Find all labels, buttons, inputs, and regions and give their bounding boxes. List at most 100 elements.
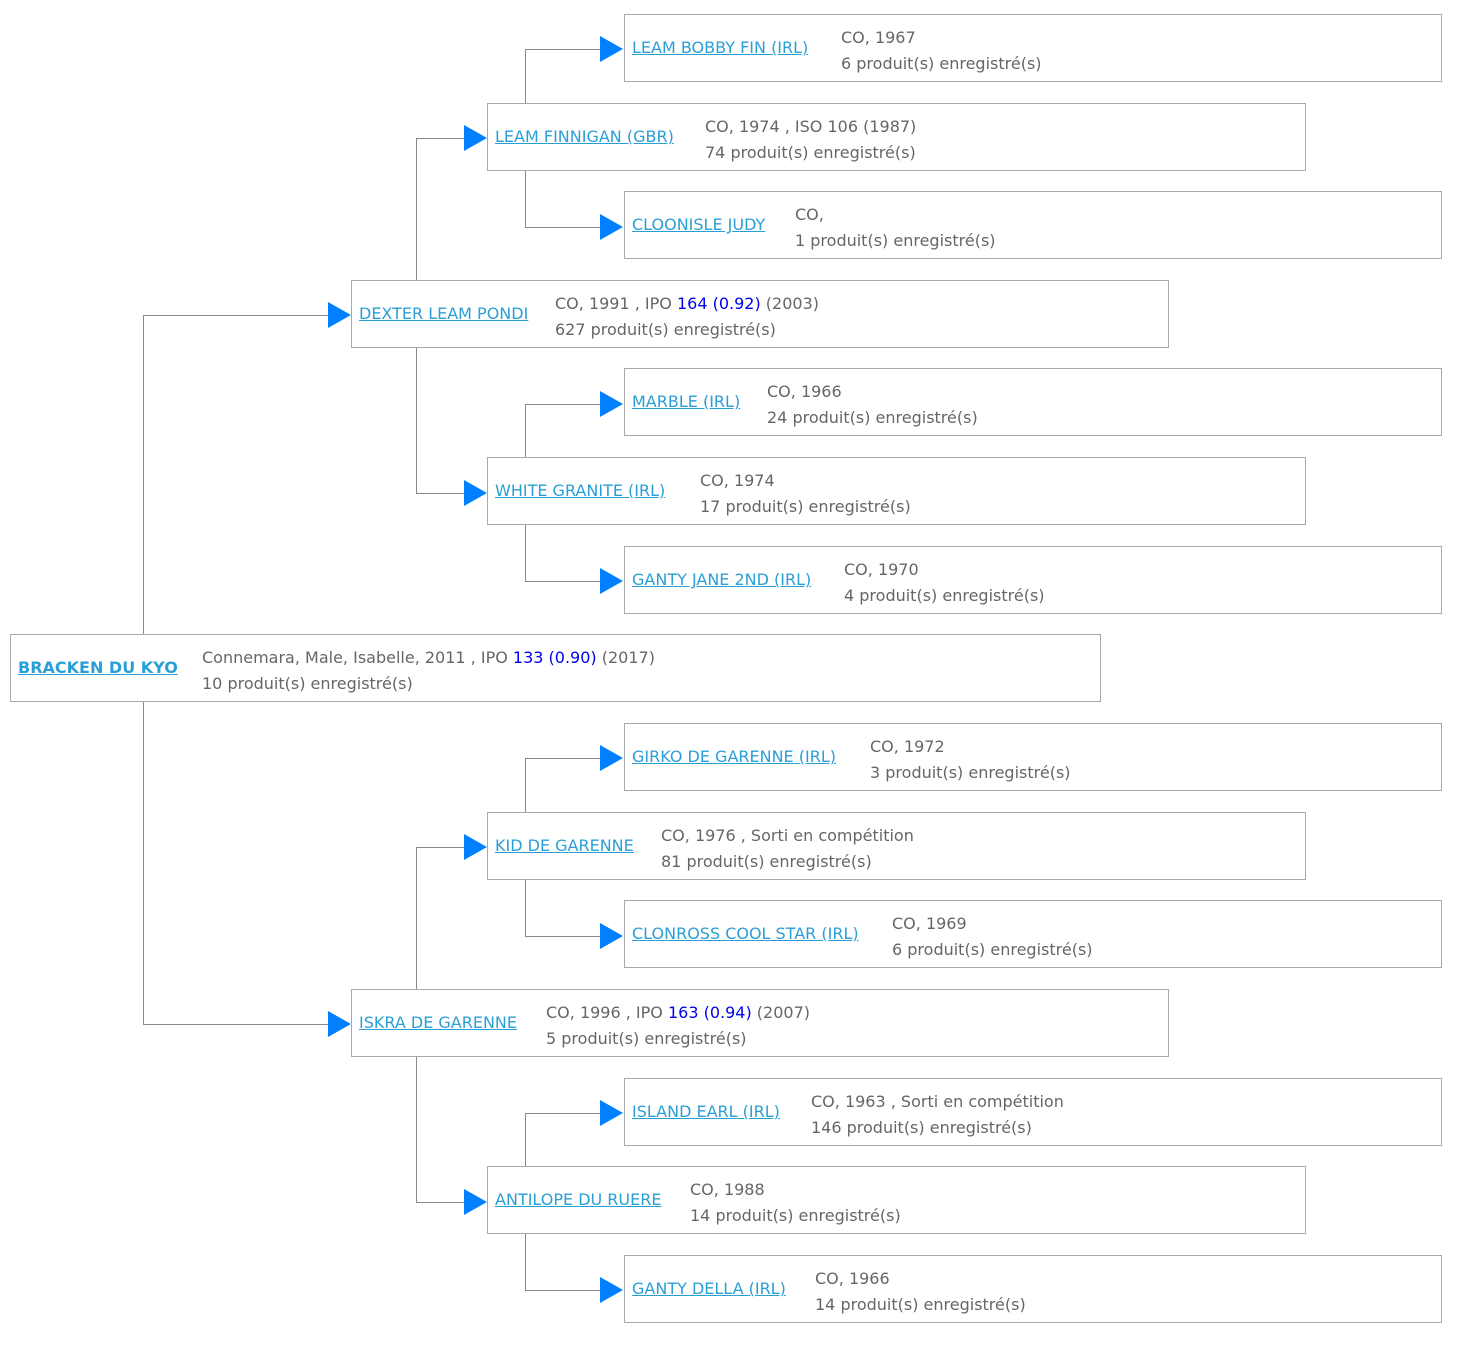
horse-info: CO, 1988 14 produit(s) enregistré(s) <box>690 1177 901 1229</box>
node-dam-sire-dam: CLONROSS COOL STAR (IRL) CO, 1969 6 prod… <box>624 900 1442 968</box>
horse-products: 146 produit(s) enregistré(s) <box>811 1118 1032 1137</box>
connector-sd-sdd <box>525 525 602 582</box>
arrow-right-icon <box>600 568 623 594</box>
horse-info: CO, 1972 3 produit(s) enregistré(s) <box>870 734 1071 786</box>
connector-ds-dss <box>525 758 602 812</box>
horse-info: CO, 1969 6 produit(s) enregistré(s) <box>892 911 1093 963</box>
connector-root-dam <box>143 702 330 1025</box>
horse-products: 6 produit(s) enregistré(s) <box>892 940 1093 959</box>
node-sire: DEXTER LEAM PONDI CO, 1991 , IPO 164 (0.… <box>351 280 1169 348</box>
connector-dd-dds <box>525 1113 602 1166</box>
horse-name-link[interactable]: GIRKO DE GARENNE (IRL) <box>632 747 836 766</box>
node-sire-sire: LEAM FINNIGAN (GBR) CO, 1974 , ISO 106 (… <box>487 103 1306 171</box>
arrow-right-icon <box>600 1100 623 1126</box>
node-sire-dam-sire: MARBLE (IRL) CO, 1966 24 produit(s) enre… <box>624 368 1442 436</box>
node-dam-dam-sire: ISLAND EARL (IRL) CO, 1963 , Sorti en co… <box>624 1078 1442 1146</box>
arrow-right-icon <box>328 302 351 328</box>
connector-ss-sss <box>525 49 602 103</box>
horse-details: CO, 1972 <box>870 737 945 756</box>
index-coef: (0.90) <box>548 648 597 667</box>
horse-details: CO, 1996 , IPO 163 (0.94) (2007) <box>546 1003 811 1022</box>
horse-details: CO, <box>795 205 824 224</box>
horse-details: CO, 1966 <box>767 382 842 401</box>
arrow-right-icon <box>328 1011 351 1037</box>
horse-info: CO, 1966 14 produit(s) enregistré(s) <box>815 1266 1026 1318</box>
connector-ss-ssd <box>525 171 602 228</box>
index-coef: (0.94) <box>703 1003 752 1022</box>
horse-name-link[interactable]: CLOONISLE JUDY <box>632 215 766 234</box>
connector-sire-sire-sire <box>416 138 466 280</box>
horse-name-link[interactable]: BRACKEN DU KYO <box>18 658 178 677</box>
arrow-right-icon <box>600 1277 623 1303</box>
connector-sire-sire-dam <box>416 348 466 494</box>
arrow-right-icon <box>600 391 623 417</box>
arrow-right-icon <box>600 214 623 240</box>
horse-name-link[interactable]: GANTY JANE 2ND (IRL) <box>632 570 812 589</box>
horse-name-link[interactable]: ANTILOPE DU RUERE <box>495 1190 662 1209</box>
horse-info: CO, 1963 , Sorti en compétition 146 prod… <box>811 1089 1064 1141</box>
node-sire-sire-sire: LEAM BOBBY FIN (IRL) CO, 1967 6 produit(… <box>624 14 1442 82</box>
horse-details: CO, 1963 , Sorti en compétition <box>811 1092 1064 1111</box>
horse-info: Connemara, Male, Isabelle, 2011 , IPO 13… <box>202 645 655 697</box>
connector-dd-ddd <box>525 1234 602 1291</box>
horse-name-link[interactable]: CLONROSS COOL STAR (IRL) <box>632 924 859 943</box>
horse-info: CO, 1996 , IPO 163 (0.94) (2007) 5 produ… <box>546 1000 810 1052</box>
horse-products: 81 produit(s) enregistré(s) <box>661 852 872 871</box>
node-sire-sire-dam: CLOONISLE JUDY CO, 1 produit(s) enregist… <box>624 191 1442 259</box>
arrow-right-icon <box>464 480 487 506</box>
connector-sd-sds <box>525 404 602 457</box>
horse-products: 6 produit(s) enregistré(s) <box>841 54 1042 73</box>
arrow-right-icon <box>464 125 487 151</box>
index-value: 163 <box>667 1003 699 1022</box>
horse-name-link[interactable]: WHITE GRANITE (IRL) <box>495 481 666 500</box>
arrow-right-icon <box>600 745 623 771</box>
horse-name-link[interactable]: GANTY DELLA (IRL) <box>632 1279 786 1298</box>
horse-info: CO, 1966 24 produit(s) enregistré(s) <box>767 379 978 431</box>
horse-info: CO, 1 produit(s) enregistré(s) <box>795 202 996 254</box>
connector-ds-dsd <box>525 880 602 937</box>
node-sire-dam: WHITE GRANITE (IRL) CO, 1974 17 produit(… <box>487 457 1306 525</box>
horse-products: 24 produit(s) enregistré(s) <box>767 408 978 427</box>
horse-products: 3 produit(s) enregistré(s) <box>870 763 1071 782</box>
arrow-right-icon <box>464 1189 487 1215</box>
node-dam-dam: ANTILOPE DU RUERE CO, 1988 14 produit(s)… <box>487 1166 1306 1234</box>
index-value: 164 <box>676 294 708 313</box>
arrow-right-icon <box>600 36 623 62</box>
horse-info: CO, 1970 4 produit(s) enregistré(s) <box>844 557 1045 609</box>
horse-details: CO, 1969 <box>892 914 967 933</box>
horse-name-link[interactable]: LEAM BOBBY FIN (IRL) <box>632 38 809 57</box>
horse-details: CO, 1970 <box>844 560 919 579</box>
horse-products: 1 produit(s) enregistré(s) <box>795 231 996 250</box>
node-sire-dam-dam: GANTY JANE 2ND (IRL) CO, 1970 4 produit(… <box>624 546 1442 614</box>
horse-name-link[interactable]: ISKRA DE GARENNE <box>359 1013 517 1032</box>
horse-products: 14 produit(s) enregistré(s) <box>815 1295 1026 1314</box>
horse-details: CO, 1976 , Sorti en compétition <box>661 826 914 845</box>
arrow-right-icon <box>464 834 487 860</box>
horse-info: CO, 1991 , IPO 164 (0.92) (2003) 627 pro… <box>555 291 819 343</box>
node-dam: ISKRA DE GARENNE CO, 1996 , IPO 163 (0.9… <box>351 989 1169 1057</box>
arrow-right-icon <box>600 923 623 949</box>
connector-dam-dam-sire <box>416 847 466 989</box>
horse-name-link[interactable]: MARBLE (IRL) <box>632 392 741 411</box>
horse-name-link[interactable]: ISLAND EARL (IRL) <box>632 1102 780 1121</box>
horse-details: CO, 1966 <box>815 1269 890 1288</box>
node-root: BRACKEN DU KYO Connemara, Male, Isabelle… <box>10 634 1101 702</box>
horse-info: CO, 1976 , Sorti en compétition 81 produ… <box>661 823 914 875</box>
horse-details: CO, 1988 <box>690 1180 765 1199</box>
horse-products: 14 produit(s) enregistré(s) <box>690 1206 901 1225</box>
horse-name-link[interactable]: KID DE GARENNE <box>495 836 634 855</box>
connector-dam-dam-dam <box>416 1057 466 1203</box>
horse-products: 5 produit(s) enregistré(s) <box>546 1029 747 1048</box>
index-coef: (0.92) <box>712 294 761 313</box>
horse-name-link[interactable]: LEAM FINNIGAN (GBR) <box>495 127 674 146</box>
connector-root-sire <box>143 315 330 634</box>
index-value: 133 <box>512 648 544 667</box>
horse-info: CO, 1974 17 produit(s) enregistré(s) <box>700 468 911 520</box>
horse-details: CO, 1974 <box>700 471 775 490</box>
horse-details: CO, 1991 , IPO 164 (0.92) (2003) <box>555 294 820 313</box>
horse-products: 627 produit(s) enregistré(s) <box>555 320 776 339</box>
horse-name-link[interactable]: DEXTER LEAM PONDI <box>359 304 529 323</box>
horse-products: 4 produit(s) enregistré(s) <box>844 586 1045 605</box>
horse-products: 17 produit(s) enregistré(s) <box>700 497 911 516</box>
